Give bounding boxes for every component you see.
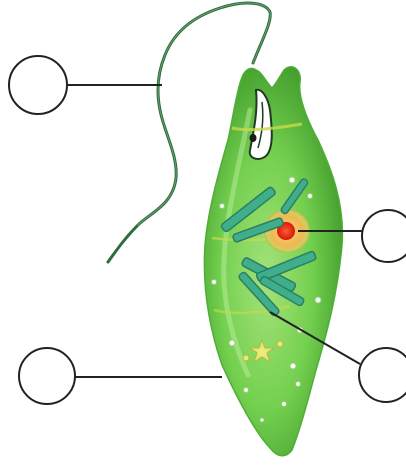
label-circle-b (362, 210, 406, 262)
label-circle-d (19, 348, 75, 404)
basal-body (250, 134, 257, 142)
label-circle-c (359, 348, 406, 402)
label-circle-a (9, 56, 67, 114)
